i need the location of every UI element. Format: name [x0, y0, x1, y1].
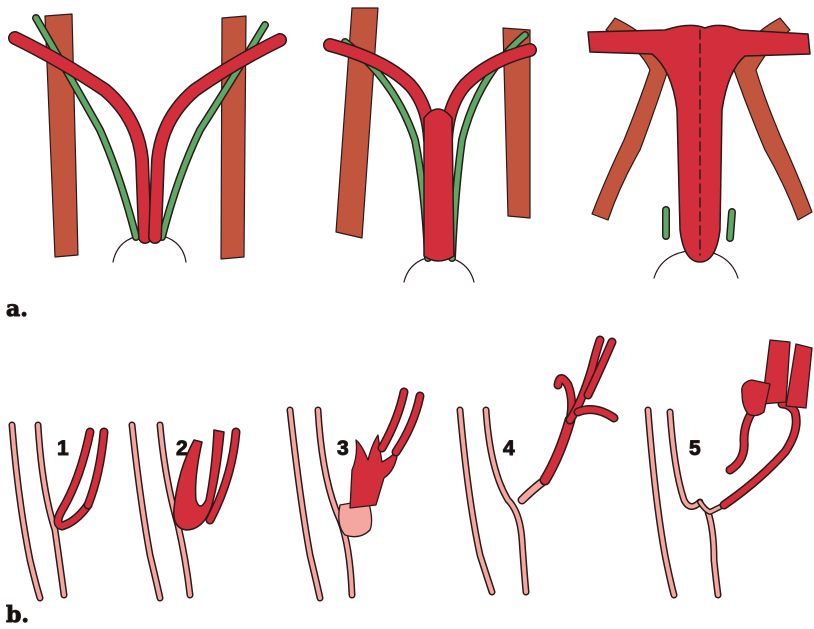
panel-a: a.: [6, 8, 812, 322]
stage-number-2: 2: [176, 437, 188, 460]
panel-b-label: b.: [6, 602, 29, 628]
panel-b-stage-2: 2: [132, 425, 236, 598]
uterine-primordium: [350, 435, 398, 508]
uterine-canal: [545, 420, 570, 480]
panel-b-stage-3: 3: [290, 392, 420, 598]
stage-number-3: 3: [337, 437, 349, 460]
panel-a-label: a.: [6, 296, 28, 322]
stage-number-5: 5: [689, 437, 701, 460]
panel-b-stage-5: 5: [648, 340, 812, 595]
panel-a-stage-3: [588, 18, 812, 278]
panel-b: 1 2 3: [6, 340, 812, 628]
panel-a-stage-1: [15, 14, 280, 262]
uterine-fundus: [742, 380, 770, 416]
fused-duct: [424, 109, 454, 261]
uterine-horn-right: [786, 344, 812, 408]
panel-b-stage-4: 4: [460, 340, 614, 592]
panel-b-stage-1: 1: [12, 425, 104, 598]
panel-a-stage-2: [330, 8, 530, 282]
stage-number-1: 1: [57, 437, 69, 460]
ureter-right: [730, 212, 732, 238]
stage-number-4: 4: [503, 437, 515, 460]
uterine-wall: [724, 404, 796, 505]
